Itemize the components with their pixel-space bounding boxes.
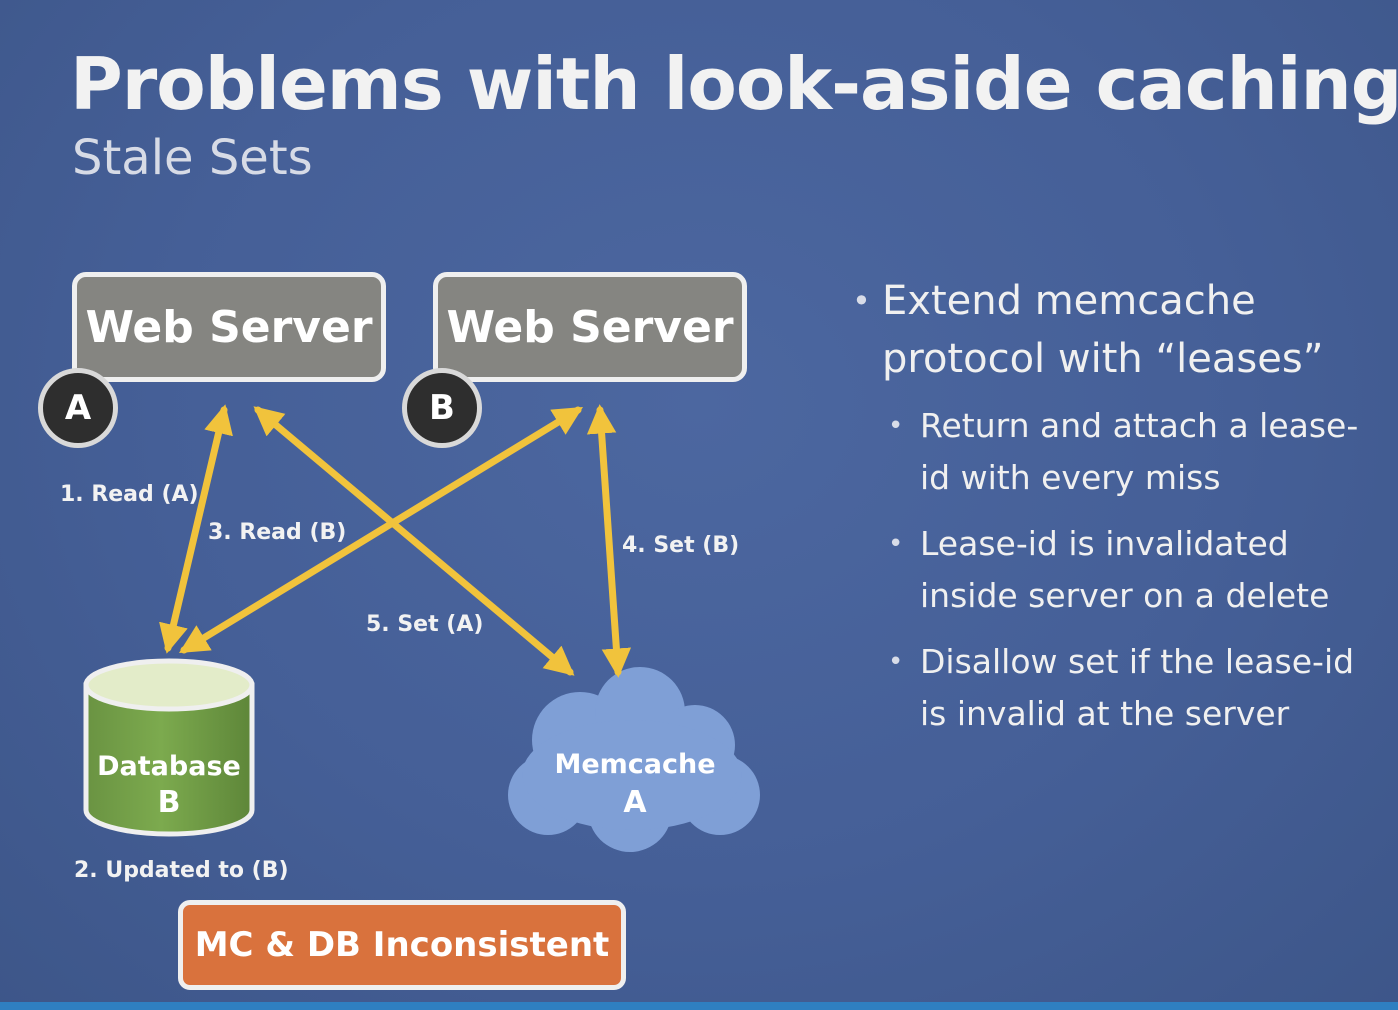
- database-value: B: [158, 785, 181, 820]
- inconsistent-status-badge: MC & DB Inconsistent: [178, 900, 626, 990]
- arrow-set-a: [253, 406, 575, 676]
- web-server-a-badge: A: [38, 368, 118, 448]
- web-server-b-label: Web Server: [446, 301, 734, 353]
- sub-bullet-2: Lease-id is invalidated inside server on…: [886, 518, 1370, 622]
- web-server-b-box: Web Server: [433, 272, 747, 382]
- memcache-cloud-icon: [508, 667, 760, 852]
- sub-bullet-list: Return and attach a lease-id with every …: [850, 400, 1370, 740]
- sub-bullet-3: Disallow set if the lease-id is invalid …: [886, 636, 1370, 740]
- database-label: Database: [97, 751, 241, 782]
- memcache-value: A: [623, 785, 647, 820]
- arrow-set-b: [586, 404, 632, 678]
- bullet-list: Extend memcache protocol with “leases” R…: [850, 272, 1370, 754]
- sub-bullet-1: Return and attach a lease-id with every …: [886, 400, 1370, 504]
- bottom-bar: [0, 1002, 1398, 1010]
- arrow-label-set-a: 5. Set (A): [366, 612, 484, 637]
- arrow-label-read-b: 3. Read (B): [208, 520, 347, 545]
- memcache-label: Memcache: [554, 749, 715, 780]
- arrow-label-updated-b: 2. Updated to (B): [74, 858, 289, 883]
- database-cylinder-icon: [83, 658, 255, 837]
- arrow-label-read-a: 1. Read (A): [60, 482, 199, 507]
- arrow-label-set-b: 4. Set (B): [622, 533, 740, 558]
- web-server-a-label: Web Server: [85, 301, 373, 353]
- bullet-main: Extend memcache protocol with “leases”: [850, 272, 1370, 388]
- slide-subtitle: Stale Sets: [72, 130, 313, 186]
- web-server-b-badge: B: [402, 368, 482, 448]
- slide-title: Problems with look-aside caching: [70, 42, 1398, 126]
- web-server-a-box: Web Server: [72, 272, 386, 382]
